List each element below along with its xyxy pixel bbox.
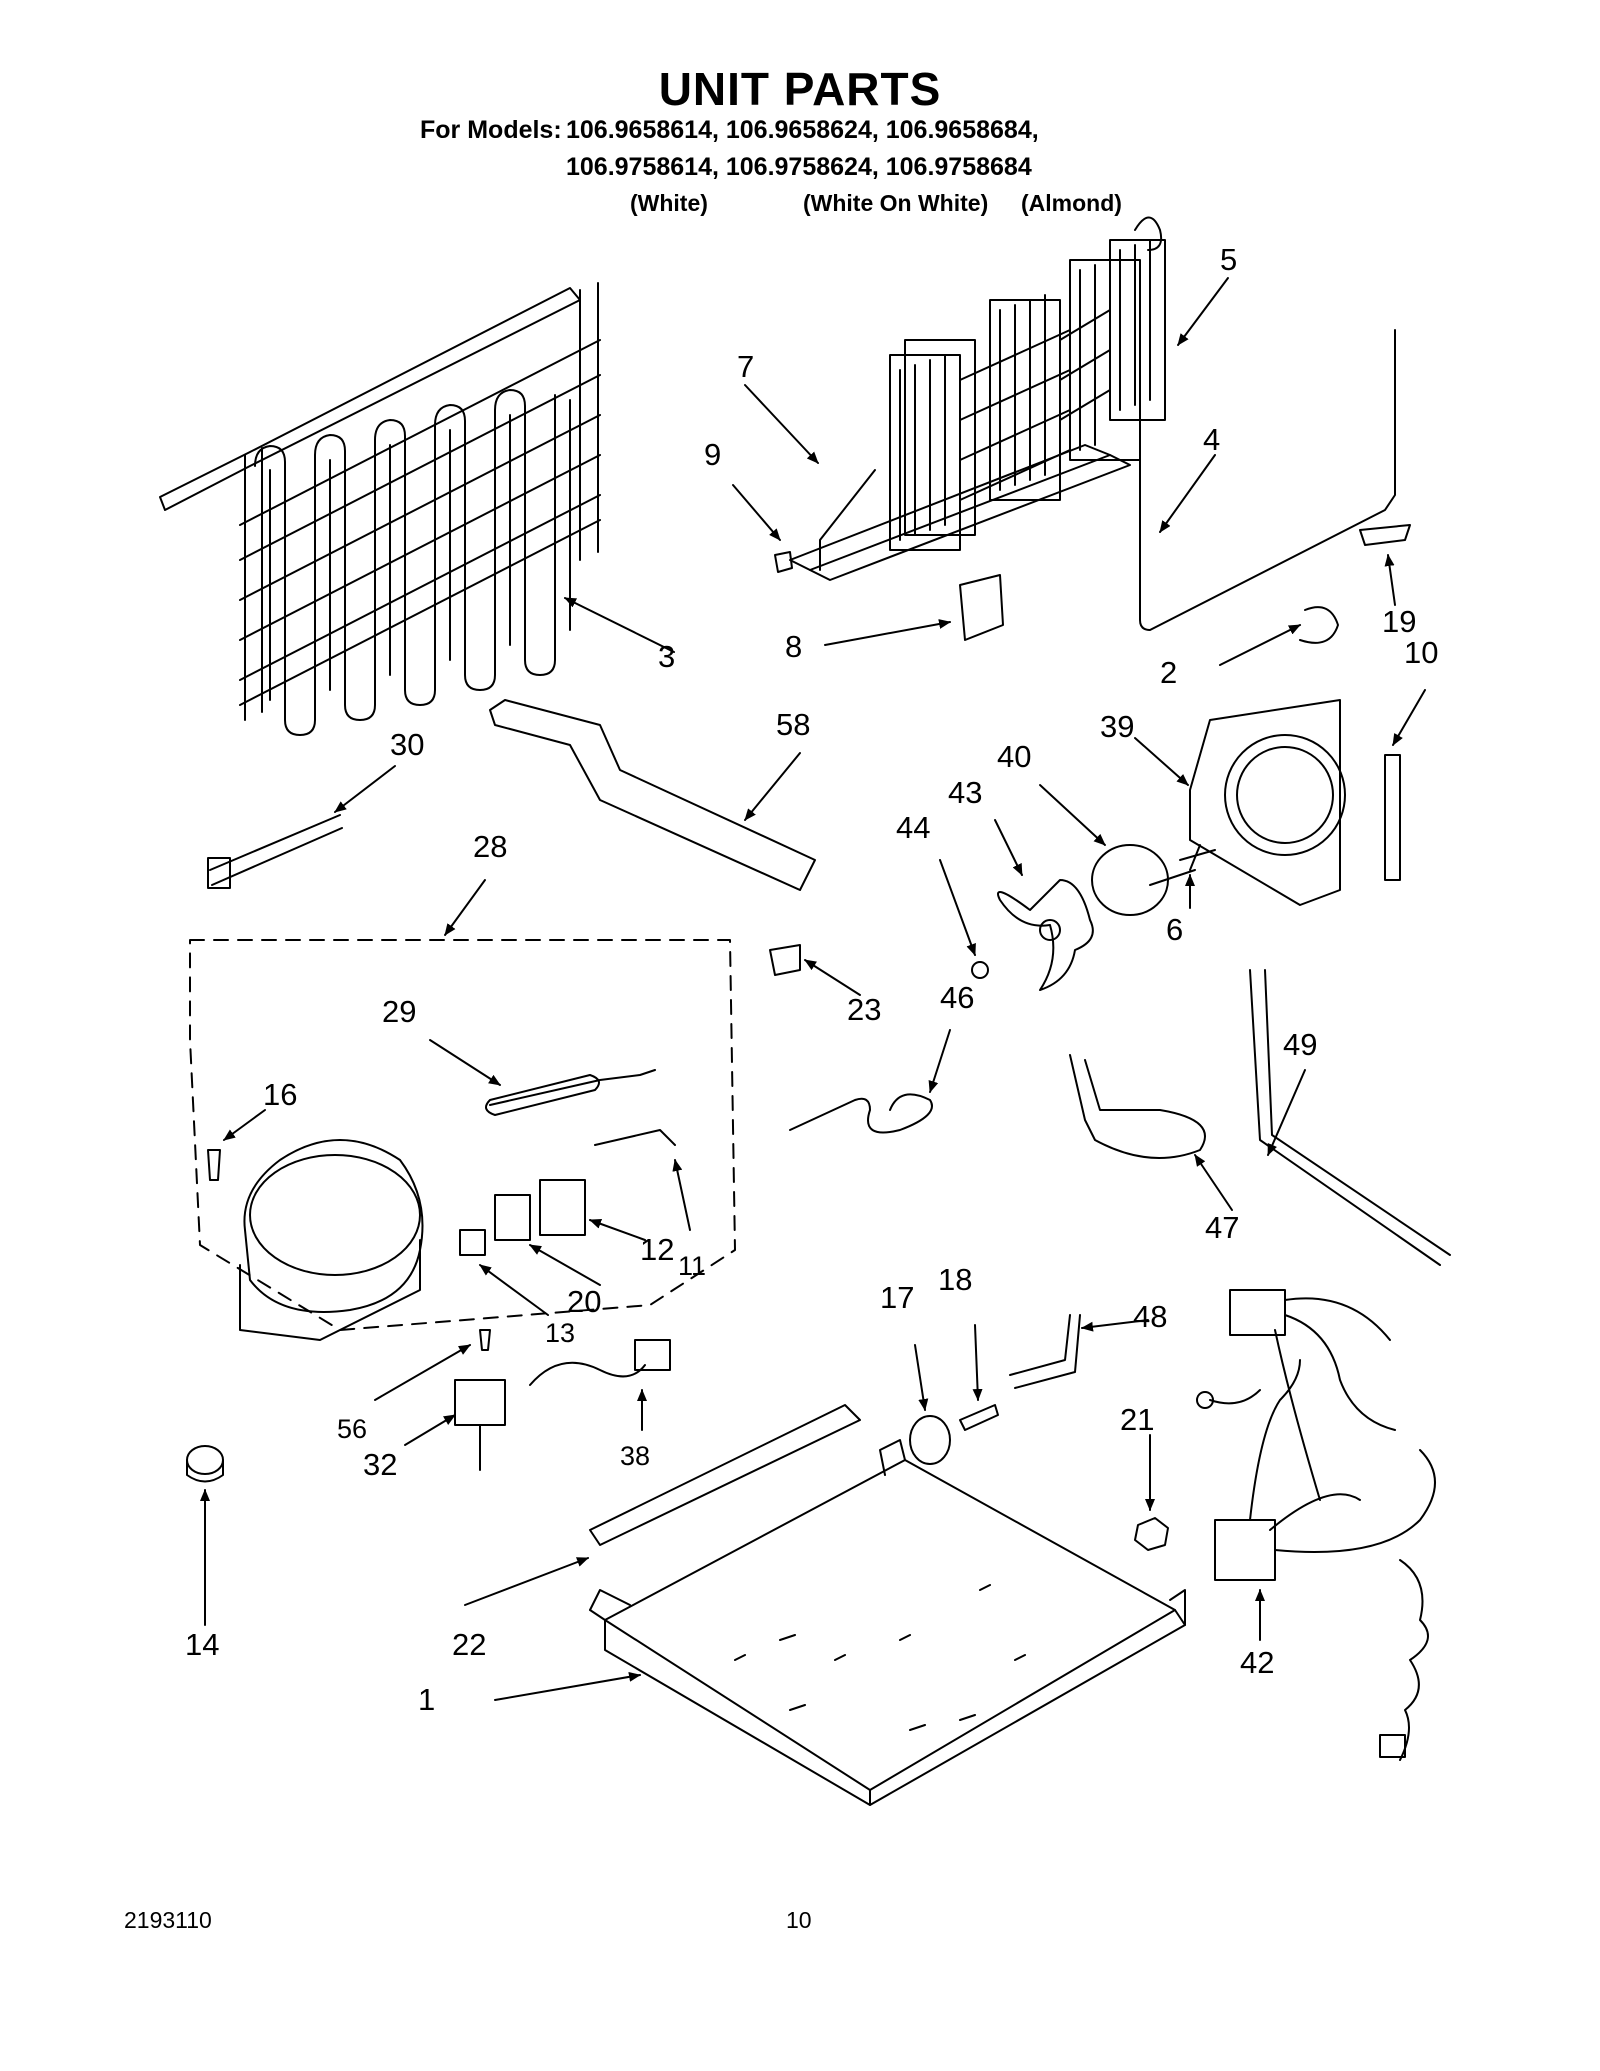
callout-44: 44 xyxy=(896,810,930,845)
callout-11: 11 xyxy=(678,1251,706,1281)
callout-20: 20 xyxy=(567,1284,601,1319)
capacitor-drawing xyxy=(454,1379,506,1426)
grommet-drawing xyxy=(186,1445,224,1475)
callout-3: 3 xyxy=(658,639,675,674)
bracket-drawing xyxy=(959,574,1004,641)
compressor-kit-outline xyxy=(189,939,736,1331)
callout-4: 4 xyxy=(1203,422,1220,457)
drain-trough-drawing xyxy=(489,699,816,891)
callout-19: 19 xyxy=(1382,604,1416,639)
callout-58: 58 xyxy=(776,707,810,742)
fan-blade-drawing xyxy=(997,879,1094,991)
condenser-coil-drawing xyxy=(159,282,601,736)
callout-29: 29 xyxy=(382,994,416,1029)
fan-motor-drawing xyxy=(1091,844,1169,916)
callout-21: 21 xyxy=(1120,1402,1154,1437)
callout-6: 6 xyxy=(1166,912,1183,947)
callout-39: 39 xyxy=(1100,709,1134,744)
compressor-drawing xyxy=(243,1139,424,1313)
callout-2: 2 xyxy=(1160,655,1177,690)
models-line-2: 106.9758614, 106.9758624, 106.9758684 xyxy=(566,153,1032,181)
drier-drawing xyxy=(489,1069,656,1106)
models-label: For Models: xyxy=(420,116,562,144)
callout-48: 48 xyxy=(1133,1299,1167,1334)
wiring-harness-drawing xyxy=(1196,1289,1436,1761)
callout-49: 49 xyxy=(1283,1027,1317,1062)
tube-46-drawing xyxy=(789,1093,933,1134)
callout-46: 46 xyxy=(940,980,974,1015)
power-cord-drawing xyxy=(529,1361,646,1386)
callout-23: 23 xyxy=(847,992,881,1027)
callout-43: 43 xyxy=(948,775,982,810)
callout-56: 56 xyxy=(337,1414,367,1444)
color-white-on-white-label: (White On White) xyxy=(803,190,989,216)
page-header: UNIT PARTS For Models: 106.9658614, 106.… xyxy=(0,0,1600,240)
rubber-mount-drawing xyxy=(909,1415,951,1465)
callout-40: 40 xyxy=(997,739,1031,774)
screw-drawing xyxy=(207,1149,221,1181)
callout-18: 18 xyxy=(938,1262,972,1297)
models-line-1: 106.9658614, 106.9658624, 106.9658684, xyxy=(566,116,1039,144)
callout-14: 14 xyxy=(185,1627,219,1662)
callout-47: 47 xyxy=(1205,1210,1239,1245)
color-almond-label: (Almond) xyxy=(1021,190,1122,216)
document-number: 2193110 xyxy=(124,1907,212,1933)
callout-38: 38 xyxy=(620,1441,650,1471)
callout-7: 7 xyxy=(737,349,754,384)
callout-16: 16 xyxy=(263,1077,297,1112)
callout-22: 22 xyxy=(452,1627,486,1662)
color-white-label: (White) xyxy=(630,190,708,216)
callout-32: 32 xyxy=(363,1447,397,1482)
tube-49-drawing xyxy=(1249,969,1451,1266)
callout-1: 1 xyxy=(418,1682,435,1717)
callout-30: 30 xyxy=(390,727,424,762)
callout-8: 8 xyxy=(785,629,802,664)
rail-drawing xyxy=(589,1404,861,1546)
base-frame-drawing xyxy=(589,1439,1186,1806)
callout-12: 12 xyxy=(640,1232,674,1267)
page-title: UNIT PARTS xyxy=(658,63,942,115)
page-number: 10 xyxy=(786,1907,812,1933)
evaporator-assembly-drawing xyxy=(789,216,1166,581)
sensor-wire-drawing xyxy=(1139,329,1396,631)
retainer-strip-drawing xyxy=(1384,754,1401,881)
callout-42: 42 xyxy=(1240,1645,1274,1680)
tube-48-drawing xyxy=(1009,1314,1081,1389)
callout-10: 10 xyxy=(1404,635,1438,670)
callout-13: 13 xyxy=(545,1318,575,1348)
callout-9: 9 xyxy=(704,437,721,472)
tube-47-drawing xyxy=(1069,1054,1206,1159)
callout-28: 28 xyxy=(473,829,507,864)
fan-shroud-drawing xyxy=(1189,699,1341,906)
clip-drawing xyxy=(769,944,801,976)
callout-5: 5 xyxy=(1220,242,1237,277)
tie-wrap-drawing xyxy=(209,814,343,886)
callout-17: 17 xyxy=(880,1280,914,1315)
relay-drawing xyxy=(539,1179,586,1236)
nut-drawing xyxy=(1134,1517,1169,1551)
